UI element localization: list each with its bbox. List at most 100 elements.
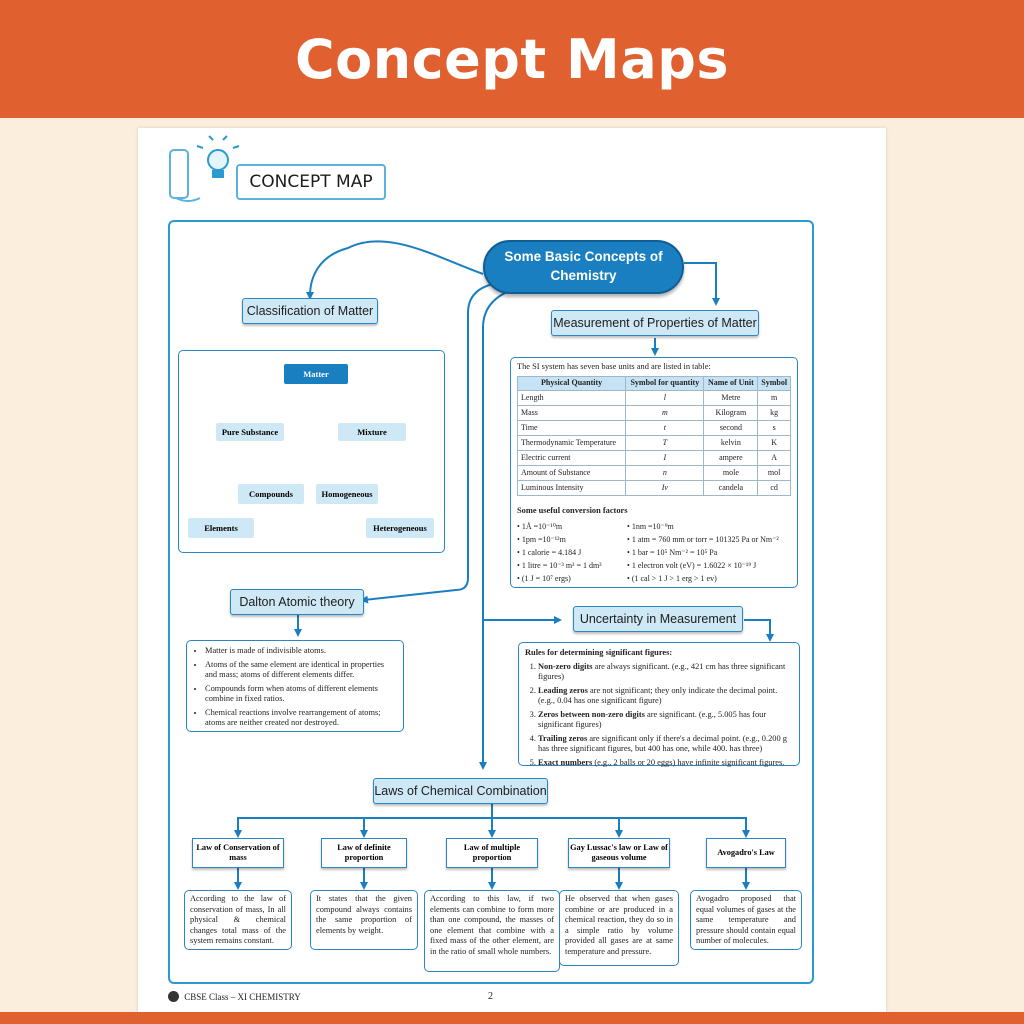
table-cell: K [757,434,791,451]
conversion-item: 1 litre = 10⁻³ m³ = 1 dm³ [517,561,627,571]
root-line2: Chemistry [550,268,617,283]
law-node: Law of Conservation of mass [192,838,284,868]
table-cell: Thermodynamic Temperature [516,434,627,451]
si-column-header: Symbol for quantity [625,375,705,391]
footer: CBSE Class – XI CHEMISTRY 2 [168,991,868,1007]
measurement-node: Measurement of Properties of Matter [551,310,759,336]
heterogeneous-node: Heterogeneous [366,518,434,538]
list-item: Exact numbers (e.g., 2 balls or 20 eggs)… [538,758,793,769]
list-item: Atoms of the same element are identical … [205,660,397,681]
bottom-bar [0,1012,1024,1024]
table-cell: Length [516,389,627,406]
list-item: Trailing zeros are significant only if t… [538,734,793,755]
table-cell: T [625,434,705,451]
laws-node: Laws of Chemical Combination [373,778,548,804]
law-description: Avogadro proposed that equal volumes of … [690,890,802,950]
banner-title: Concept Maps [294,27,730,91]
table-cell: Metre [703,389,759,406]
table-cell: kg [757,404,791,421]
classification-node: Classification of Matter [242,298,378,324]
conversion-item: 1Å =10⁻¹⁰m [517,522,627,532]
table-cell: mole [703,464,759,481]
table-cell: ampere [703,449,759,466]
root-line1: Some Basic Concepts of [504,249,663,265]
law-node: Gay Lussac's law or Law of gaseous volum… [568,838,670,868]
table-cell: candela [703,479,759,496]
homogeneous-node: Homogeneous [316,484,378,504]
rule-keyword: Exact numbers [538,757,593,767]
conversion-item: 1 bar = 10⁵ Nm⁻² = 10⁵ Pa [627,548,797,558]
dalton-points: Matter is made of indivisible atoms. Atom… [193,646,397,729]
conversion-item: 1 electron volt (eV) = 1.6022 × 10⁻¹⁹ J [627,561,797,571]
lightbulb-icon [169,135,240,202]
si-column-header: Name of Unit [703,375,759,391]
rule-text: are significant only if there's a decima… [538,733,787,754]
law-node: Law of definite proportion [321,838,407,868]
footer-book: CBSE Class – XI CHEMISTRY [184,991,301,1002]
list-item: Chemical reactions involve rearrangement… [205,708,397,729]
table-cell: l [625,389,705,406]
table-cell: cd [757,479,791,496]
rule-keyword: Zeros between non-zero digits [538,709,645,719]
uncertainty-box: Rules for determining significant figure… [518,642,800,769]
law-node: Law of multiple proportion [446,838,538,868]
table-cell: m [757,389,791,406]
top-banner: Concept Maps [0,0,1024,118]
table-cell: Iv [625,479,705,496]
dalton-node: Dalton Atomic theory [230,589,364,615]
law-description: It states that the given compound always… [310,890,418,950]
list-item: Non-zero digits are always significant. … [538,662,793,683]
conversion-list: 1Å =10⁻¹⁰m1nm =10⁻⁹m1pm =10⁻¹²m1 atm = 7… [517,522,791,584]
law-description: According to this law, if two elements c… [424,890,560,972]
rule-text: are significant. (e.g., 5.005 has four s… [538,709,767,730]
si-column-header: Physical Quantity [516,375,627,391]
conversion-item: (1 cal > 1 J > 1 erg > 1 ev) [627,574,797,584]
rule-text: (e.g., 2 balls or 20 eggs) have infinite… [592,757,785,767]
header-label-box: CONCEPT MAP [236,164,386,200]
pure-substance-node: Pure Substance [216,423,284,441]
conversion-item: (1 J = 10⁷ ergs) [517,574,627,584]
table-cell: I [625,449,705,466]
rule-text: are always significant. (e.g., 421 cm ha… [538,661,786,682]
conversion-item: 1 atm = 760 mm or torr = 101325 Pa or Nm… [627,535,797,545]
rule-keyword: Leading zeros [538,685,588,695]
rule-text: are not significant; they only indicate … [538,685,778,706]
conversion-item: 1pm =10⁻¹²m [517,535,627,545]
rule-keyword: Non-zero digits [538,661,593,671]
concept-map-header: CONCEPT MAP [166,134,391,204]
root-node: Some Basic Concepts of Chemistry [483,240,684,294]
conversion-title: Some useful conversion factors [517,505,628,515]
conversion-item: 1nm =10⁻⁹m [627,522,797,532]
document-page: CONCEPT MAP [138,128,886,1012]
table-cell: A [757,449,791,466]
mixture-node: Mixture [338,423,406,441]
header-label: CONCEPT MAP [249,172,373,192]
table-cell: kelvin [703,434,759,451]
si-column-header: Symbol [757,375,791,391]
measurement-box: The SI system has seven base units and a… [510,357,798,588]
table-cell: second [703,419,759,436]
table-cell: Electric current [516,449,627,466]
table-cell: n [625,464,705,481]
rules-title: Rules for determining significant figure… [525,648,673,657]
table-cell: Kilogram [703,404,759,421]
dalton-box: Matter is made of indivisible atoms. Atom… [186,640,404,732]
table-cell: Mass [516,404,627,421]
table-cell: m [625,404,705,421]
rule-keyword: Trailing zeros [538,733,588,743]
elements-node: Elements [188,518,254,538]
list-item: Matter is made of indivisible atoms. [205,646,397,657]
matter-node: Matter [284,364,348,384]
list-item: Compounds form when atoms of different e… [205,684,397,705]
list-item: Zeros between non-zero digits are signif… [538,710,793,731]
table-cell: Amount of Substance [516,464,627,481]
compounds-node: Compounds [238,484,304,504]
